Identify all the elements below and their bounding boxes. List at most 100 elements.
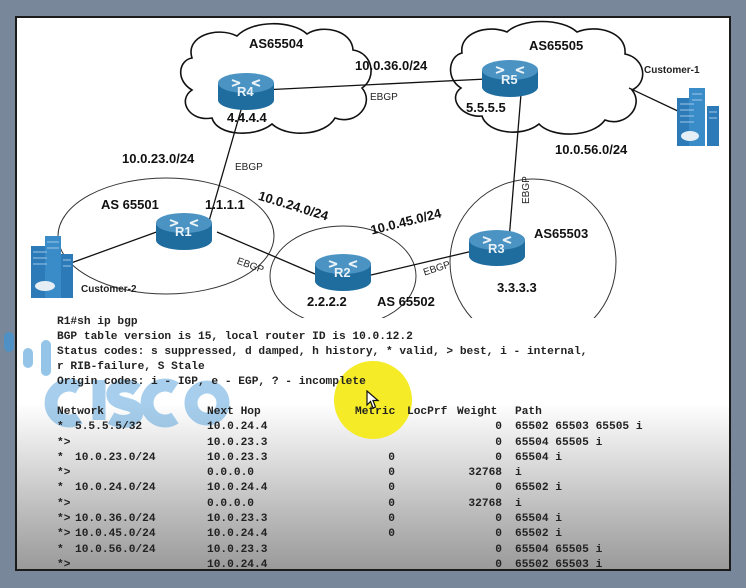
row-network: 10.0.23.0/24 [75, 451, 156, 464]
row-next-hop: 10.0.23.3 [207, 513, 268, 526]
row-metric: 0 [388, 451, 395, 464]
cli-blank-line [57, 390, 717, 405]
row-status: *> [57, 436, 71, 449]
r3-id: 3.3.3.3 [497, 280, 537, 295]
row-network: 10.0.45.0/24 [75, 528, 156, 541]
row-next-hop: 10.0.24.4 [207, 482, 268, 495]
network-diagram [31, 20, 719, 318]
row-network: 5.5.5.5/32 [75, 421, 143, 434]
row-weight: 0 [495, 482, 502, 495]
row-status: *> [57, 467, 71, 480]
row-path: 65504 i [515, 451, 562, 464]
as65502-boundary [269, 225, 417, 318]
bgp-table-body: * 5.5.5.5/32 10.0.24.4 0 65502 65503 65505 i… [57, 420, 717, 571]
row-next-hop: 10.0.23.3 [207, 451, 268, 464]
cli-version-line: BGP table version is 15, local router ID… [57, 331, 413, 343]
row-status: *> [57, 497, 71, 510]
r2-name: R2 [334, 265, 351, 280]
as65503-label: AS65503 [534, 226, 589, 241]
r4-id: 4.4.4.4 [227, 110, 267, 125]
row-path: 65504 65505 i [515, 436, 603, 449]
row-weight: 0 [495, 558, 502, 571]
link-r1-r4 [206, 102, 244, 229]
r2-id: 2.2.2.2 [307, 294, 347, 309]
as65505-cloud [449, 20, 644, 135]
as65505-label: AS65505 [529, 38, 584, 53]
cli-origin-line: Origin codes: i - IGP, e - EGP, ? - inco… [57, 376, 366, 388]
bgp-table-header: Network Next Hop Metric LocPrf Weight Pa… [57, 405, 717, 420]
row-metric: 0 [388, 528, 395, 541]
row-next-hop: 10.0.24.4 [207, 528, 268, 541]
row-status: * [57, 543, 64, 556]
router-r5-icon [482, 60, 538, 97]
link-r1-customer2 [70, 229, 163, 264]
row-status: *> [57, 513, 71, 526]
row-status: *> [57, 558, 71, 571]
as65502-label: AS 65502 [377, 294, 435, 309]
header-metric: Metric [355, 406, 396, 418]
row-status: * [57, 421, 64, 434]
row-weight: 32768 [468, 497, 502, 510]
r1-id: 1.1.1.1 [205, 197, 245, 212]
router-r1-icon [156, 213, 212, 250]
cisco-logo-bar [41, 340, 51, 376]
as65504-cloud [179, 22, 372, 134]
bgp-table-row: *> 10.0.24.4 0 65502 65503 i [57, 558, 717, 571]
link-r2-r3 [370, 249, 478, 276]
as65503-boundary [449, 178, 617, 318]
link-r5-r3 [508, 93, 522, 241]
row-next-hop: 10.0.23.3 [207, 436, 268, 449]
row-status: * [57, 482, 64, 495]
row-next-hop: 0.0.0.0 [207, 467, 254, 480]
header-network: Network [57, 406, 104, 418]
row-metric: 0 [388, 467, 395, 480]
row-path: 65504 i [515, 513, 562, 526]
link-r5-r3-subnet: 10.0.56.0/24 [555, 142, 628, 157]
row-weight: 0 [495, 543, 502, 556]
row-path: i [515, 467, 522, 480]
as65501-label: AS 65501 [101, 197, 159, 212]
row-weight: 0 [495, 528, 502, 541]
router-r4-icon [218, 73, 274, 110]
customer1-building-icon [677, 88, 719, 146]
header-locprf: LocPrf [407, 406, 448, 418]
r3-name: R3 [488, 241, 505, 256]
customer2-building-icon [31, 236, 73, 298]
row-metric: 0 [388, 497, 395, 510]
row-weight: 0 [495, 451, 502, 464]
row-next-hop: 10.0.24.4 [207, 558, 268, 571]
row-network: 10.0.56.0/24 [75, 543, 156, 556]
link-r1-r4-type: EBGP [235, 162, 263, 173]
row-status: * [57, 451, 64, 464]
row-path: i [515, 497, 522, 510]
row-weight: 0 [495, 421, 502, 434]
r5-name: R5 [501, 72, 518, 87]
link-r5-r3-type: EBGP [521, 176, 532, 204]
link-r4-r5-type: EBGP [370, 92, 398, 103]
r4-name: R4 [237, 84, 254, 99]
r5-id: 5.5.5.5 [466, 100, 506, 115]
row-status: *> [57, 528, 71, 541]
cisco-logo-bar [23, 348, 33, 368]
cli-prompt-line: R1#sh ip bgp [57, 316, 138, 328]
link-r4-r5-subnet: 10.0.36.0/24 [355, 58, 428, 73]
row-path: 65502 65503 65505 i [515, 421, 643, 434]
row-path: 65504 65505 i [515, 543, 603, 556]
row-path: 65502 65503 i [515, 558, 603, 571]
link-r4-r5 [261, 77, 508, 91]
router-r3-icon [469, 230, 525, 266]
customer1-label: Customer-1 [644, 65, 700, 76]
screenshot-frame: AS65504 AS65505 AS 65501 AS 65502 AS6550… [15, 16, 731, 571]
row-metric: 0 [388, 482, 395, 495]
link-r1-r2 [216, 231, 316, 275]
row-network: 10.0.24.0/24 [75, 482, 156, 495]
row-weight: 0 [495, 513, 502, 526]
